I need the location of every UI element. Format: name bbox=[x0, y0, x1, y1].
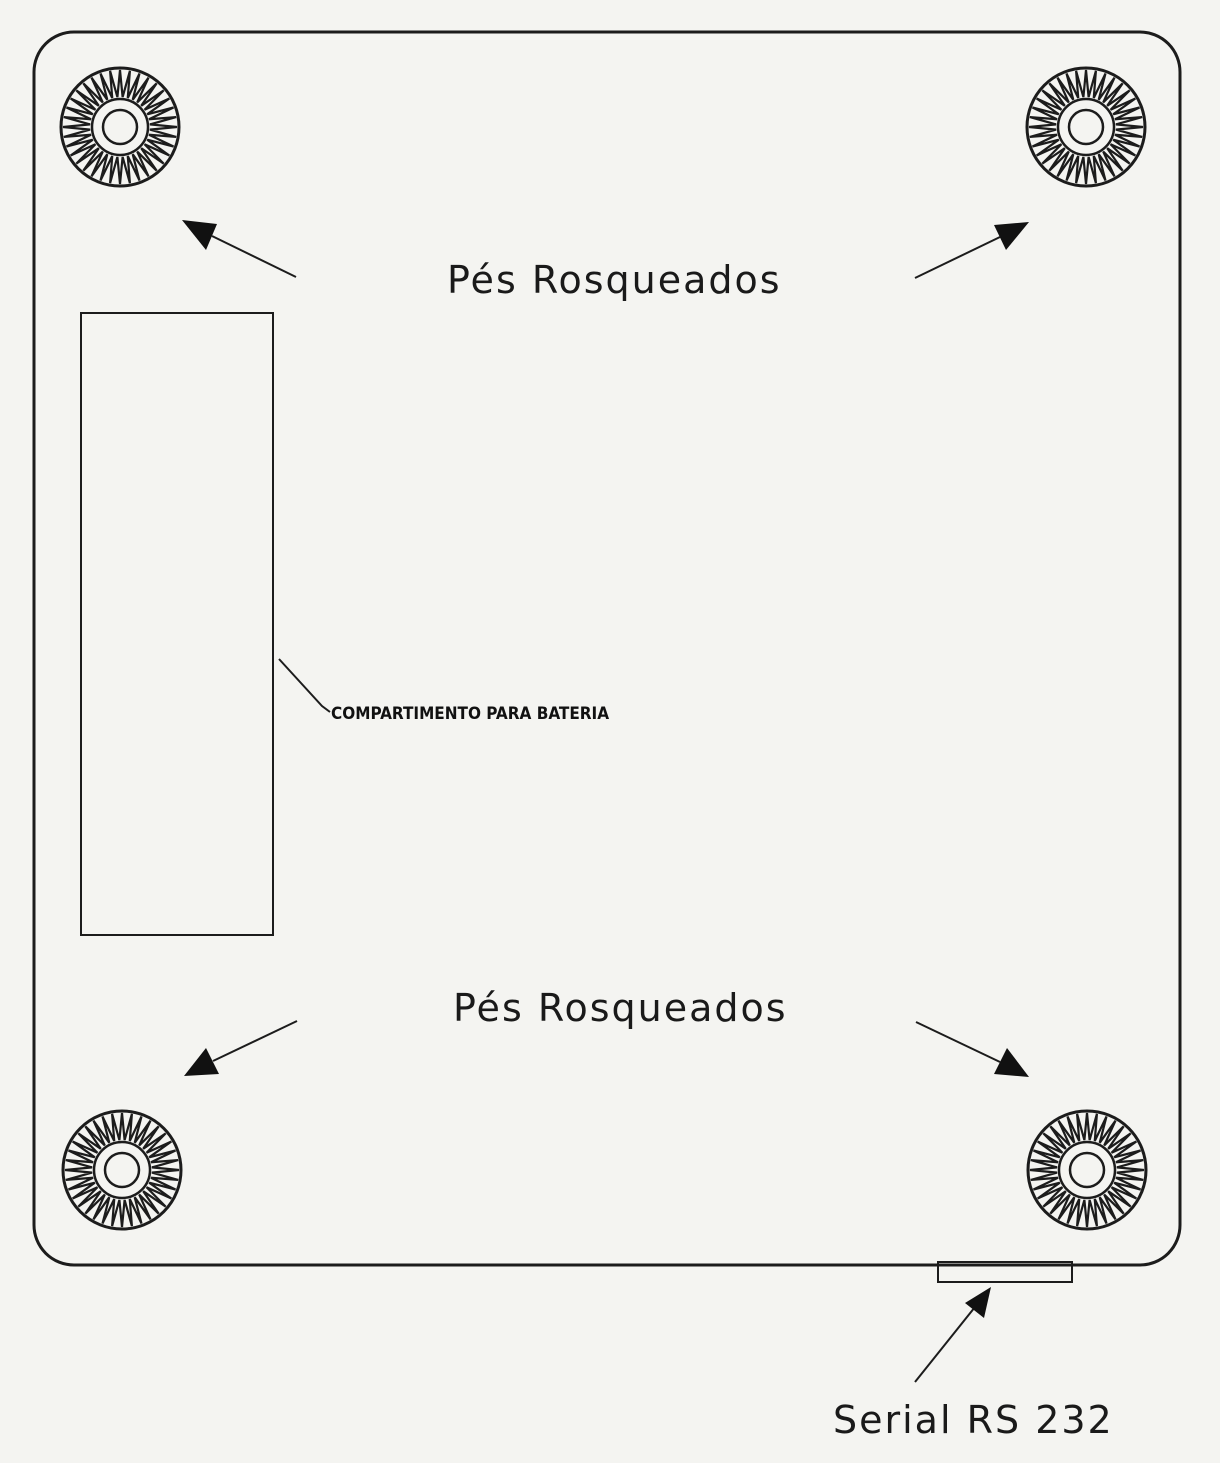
arrow-top-right-icon bbox=[994, 222, 1029, 250]
foot-screw-hole bbox=[103, 1151, 141, 1189]
arrow-top-left-icon bbox=[182, 220, 217, 250]
arrow-top-left-shaft bbox=[211, 235, 297, 278]
foot-knurling bbox=[64, 1112, 180, 1228]
foot-top-right-icon bbox=[1025, 66, 1147, 188]
battery-compartment-label: COMPARTIMENTO PARA BATERIA bbox=[331, 704, 609, 724]
arrow-serial-shaft bbox=[914, 1306, 976, 1383]
arrow-bottom-right-shaft bbox=[915, 1021, 1001, 1063]
arrow-bottom-left-icon bbox=[184, 1048, 219, 1076]
feet-label-top: Pés Rosqueados bbox=[447, 258, 782, 302]
foot-knurling bbox=[1028, 69, 1144, 185]
arrow-serial-icon bbox=[965, 1287, 991, 1318]
battery-leader-line bbox=[278, 658, 331, 713]
serial-port-label: Serial RS 232 bbox=[833, 1398, 1114, 1442]
foot-knurling bbox=[62, 69, 178, 185]
arrow-bottom-left-shaft bbox=[212, 1020, 298, 1062]
device-body-outline bbox=[32, 30, 1182, 1267]
battery-compartment bbox=[80, 312, 274, 936]
arrow-top-right-shaft bbox=[914, 236, 1001, 279]
foot-screw-hole bbox=[101, 108, 139, 146]
foot-bottom-left-icon bbox=[61, 1109, 183, 1231]
foot-bottom-right-icon bbox=[1026, 1109, 1148, 1231]
serial-port bbox=[937, 1261, 1073, 1283]
foot-top-left-icon bbox=[59, 66, 181, 188]
foot-screw-hole bbox=[1067, 108, 1105, 146]
feet-label-bottom: Pés Rosqueados bbox=[453, 986, 788, 1030]
foot-knurling bbox=[1029, 1112, 1145, 1228]
arrow-bottom-right-icon bbox=[994, 1048, 1029, 1077]
foot-screw-hole bbox=[1068, 1151, 1106, 1189]
